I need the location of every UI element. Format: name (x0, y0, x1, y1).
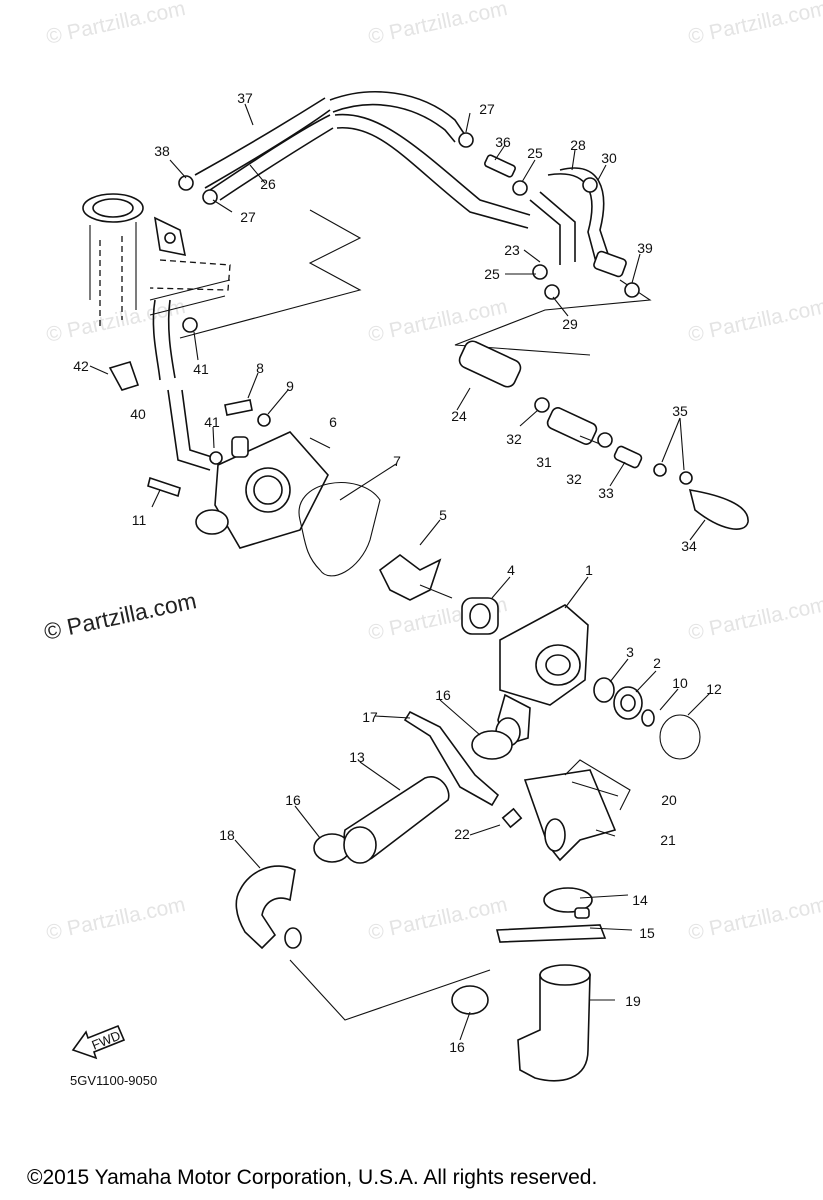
thermostat-housing-21 (501, 759, 631, 862)
watermark: © Partzilla.com (44, 0, 187, 49)
hose-18 (235, 865, 302, 950)
callout-16-a: 16 (435, 687, 451, 703)
diagram-code: 5GV1100-9050 (70, 1073, 157, 1088)
radiator-neck-assembly (82, 193, 231, 330)
callout-37: 37 (237, 90, 253, 106)
callout-5: 5 (439, 507, 447, 523)
callout-3: 3 (626, 644, 634, 660)
hose-13 (343, 776, 450, 864)
callout-21: 21 (660, 832, 676, 848)
pump-housing-6 (195, 431, 329, 549)
callout-9: 9 (286, 378, 294, 394)
watermark-prominent: © Partzilla.com (42, 587, 199, 645)
callout-36: 36 (495, 134, 511, 150)
hose-40 (152, 299, 216, 471)
callout-8: 8 (256, 360, 264, 376)
bracket-17 (403, 710, 500, 807)
callout-25-b: 25 (484, 266, 500, 282)
callout-17: 17 (362, 709, 378, 725)
impeller-5 (378, 554, 453, 601)
callout-24: 24 (451, 408, 467, 424)
callout-32-a: 32 (506, 431, 522, 447)
watermark: © Partzilla.com (366, 893, 509, 945)
hose-14 (543, 887, 593, 919)
watermark: © Partzilla.com (686, 0, 823, 49)
callout-22: 22 (454, 826, 470, 842)
gasket-7 (298, 482, 381, 577)
watermark: © Partzilla.com (44, 295, 187, 347)
seal-4 (461, 597, 499, 635)
callout-14: 14 (632, 892, 648, 908)
clip-42 (108, 361, 140, 391)
pipe-19 (517, 964, 591, 1082)
callout-41-a: 41 (193, 361, 209, 377)
copyright-notice: ©2015 Yamaha Motor Corporation, U.S.A. A… (27, 1166, 597, 1189)
callout-29: 29 (562, 316, 578, 332)
callout-41-b: 41 (204, 414, 220, 430)
callout-11: 11 (132, 512, 147, 528)
callout-15: 15 (639, 925, 655, 941)
callout-7: 7 (393, 453, 401, 469)
callout-30: 30 (601, 150, 617, 166)
callout-23: 23 (504, 242, 520, 258)
watermark: © Partzilla.com (366, 0, 509, 49)
watermark: © Partzilla.com (686, 593, 823, 645)
callout-16-b: 16 (285, 792, 301, 808)
callout-1: 1 (585, 562, 593, 578)
callout-4: 4 (507, 562, 515, 578)
callout-32-b: 32 (566, 471, 582, 487)
watermark: © Partzilla.com (686, 295, 823, 347)
callout-13: 13 (349, 749, 365, 765)
callout-18: 18 (219, 827, 235, 843)
clamps-upper (178, 132, 640, 333)
callout-19: 19 (625, 993, 641, 1009)
callout-31: 31 (536, 454, 552, 470)
fwd-label: FWD (90, 1028, 123, 1053)
fwd-arrow-icon: FWD (71, 1024, 126, 1060)
callout-27-a: 27 (479, 101, 495, 117)
watermark: © Partzilla.com (686, 893, 823, 945)
callout-38: 38 (154, 143, 170, 159)
callout-10: 10 (672, 675, 688, 691)
callout-2: 2 (653, 655, 661, 671)
bolts-8-9-11 (147, 399, 271, 498)
callout-20: 20 (661, 792, 677, 808)
callout-28: 28 (570, 137, 586, 153)
hose-23 (529, 167, 627, 278)
callout-42: 42 (73, 358, 89, 374)
callout-39: 39 (637, 240, 653, 256)
watermark: © Partzilla.com (366, 295, 509, 347)
callout-16-c: 16 (449, 1039, 465, 1055)
callout-27-b: 27 (240, 209, 256, 225)
callout-33: 33 (598, 485, 614, 501)
callout-leaders (89, 103, 711, 1041)
callout-labels: 1 2 3 4 5 6 7 8 9 10 11 12 13 14 15 16 1… (73, 90, 722, 1055)
callout-34: 34 (681, 538, 697, 554)
clamps-16 (313, 730, 513, 1015)
callout-25-a: 25 (527, 145, 543, 161)
bracket-15 (495, 924, 607, 943)
callout-40: 40 (130, 406, 146, 422)
hose-24-assembly (458, 340, 749, 530)
callout-26: 26 (260, 176, 276, 192)
callout-6: 6 (329, 414, 337, 430)
watermark: © Partzilla.com (44, 893, 187, 945)
hose-26 (209, 113, 531, 229)
bearings-2-3-10-12 (593, 677, 701, 760)
pump-cover-1 (495, 604, 589, 747)
hose-37 (194, 91, 466, 189)
callout-12: 12 (706, 681, 722, 697)
callout-35: 35 (672, 403, 688, 419)
